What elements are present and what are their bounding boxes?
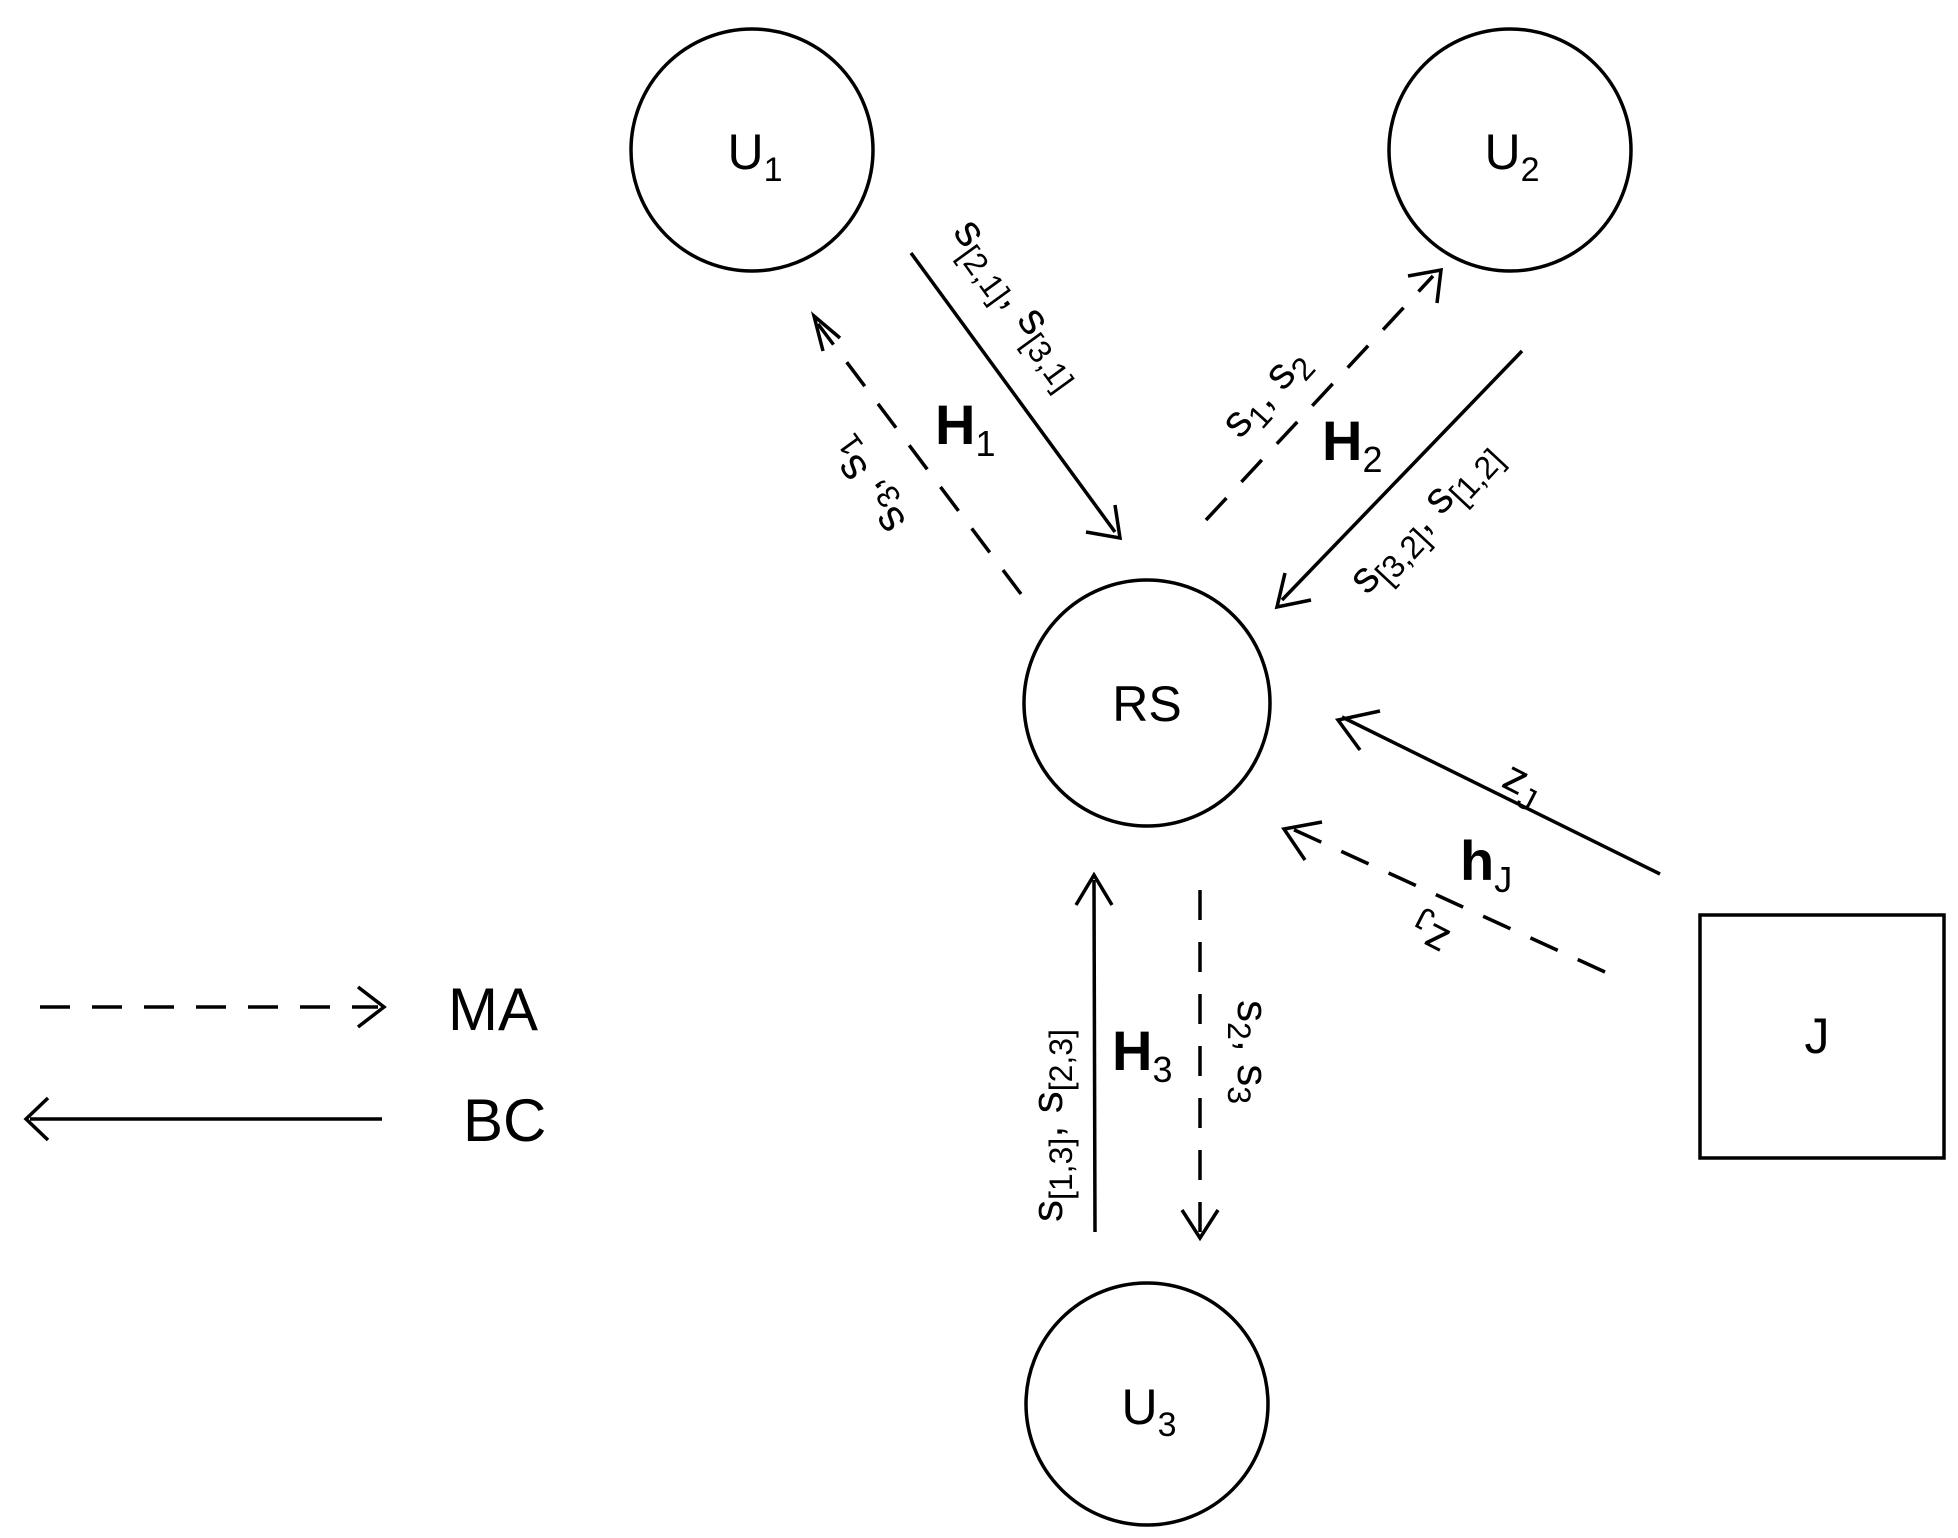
edge-label-u3-bc: s[1,3], s[2,3] [1023,1029,1079,1222]
svg-text:RS: RS [1112,676,1181,732]
node-u2: U2 [1387,27,1633,273]
edge-jammer-to-rs-ma [1281,820,1606,974]
svg-text:J: J [1805,1008,1830,1064]
edge-label-jammer-bc: zJ [1492,751,1551,818]
legend-bc-arrow [23,1096,382,1142]
edge-u3-to-rs-bc [1074,871,1114,1233]
edge-rs-to-u3-ma [1180,890,1220,1242]
edge-label-u1-bc: s[2,1], s[3,1] [938,209,1097,398]
edge-label-u3-ma: s2, s3 [1221,1000,1277,1104]
edge-jammer-to-rs-bc [1334,709,1661,876]
svg-text:U1: U1 [727,124,782,189]
legend-ma-label: MA [448,976,538,1043]
channel-label-hj: hJ [1460,829,1512,900]
channel-label-h3: H3 [1112,1019,1172,1090]
node-u1: U1 [629,27,875,273]
node-rs: RS [1022,578,1272,828]
edge-u1-to-rs-bc [909,251,1123,541]
legend-ma-arrow [40,985,387,1029]
channel-label-h1: H1 [935,393,995,464]
edge-label-jammer-ma: zJ [1400,900,1459,967]
svg-text:U3: U3 [1121,1379,1176,1444]
node-jammer: J [1698,913,1946,1160]
edge-rs-to-u1-ma [810,311,1023,596]
legend-bc-label: BC [463,1087,546,1154]
node-u3: U3 [1024,1281,1270,1527]
edge-u2-to-rs-bc [1274,349,1524,610]
edge-label-u2-ma: s1, s2 [1211,337,1322,452]
edge-label-u1-ma: s3, s1 [814,427,920,544]
legend: MA BC [23,976,546,1154]
svg-text:U2: U2 [1484,124,1539,189]
edge-rs-to-u2-ma [1204,267,1444,522]
channel-label-h2: H2 [1322,409,1382,480]
